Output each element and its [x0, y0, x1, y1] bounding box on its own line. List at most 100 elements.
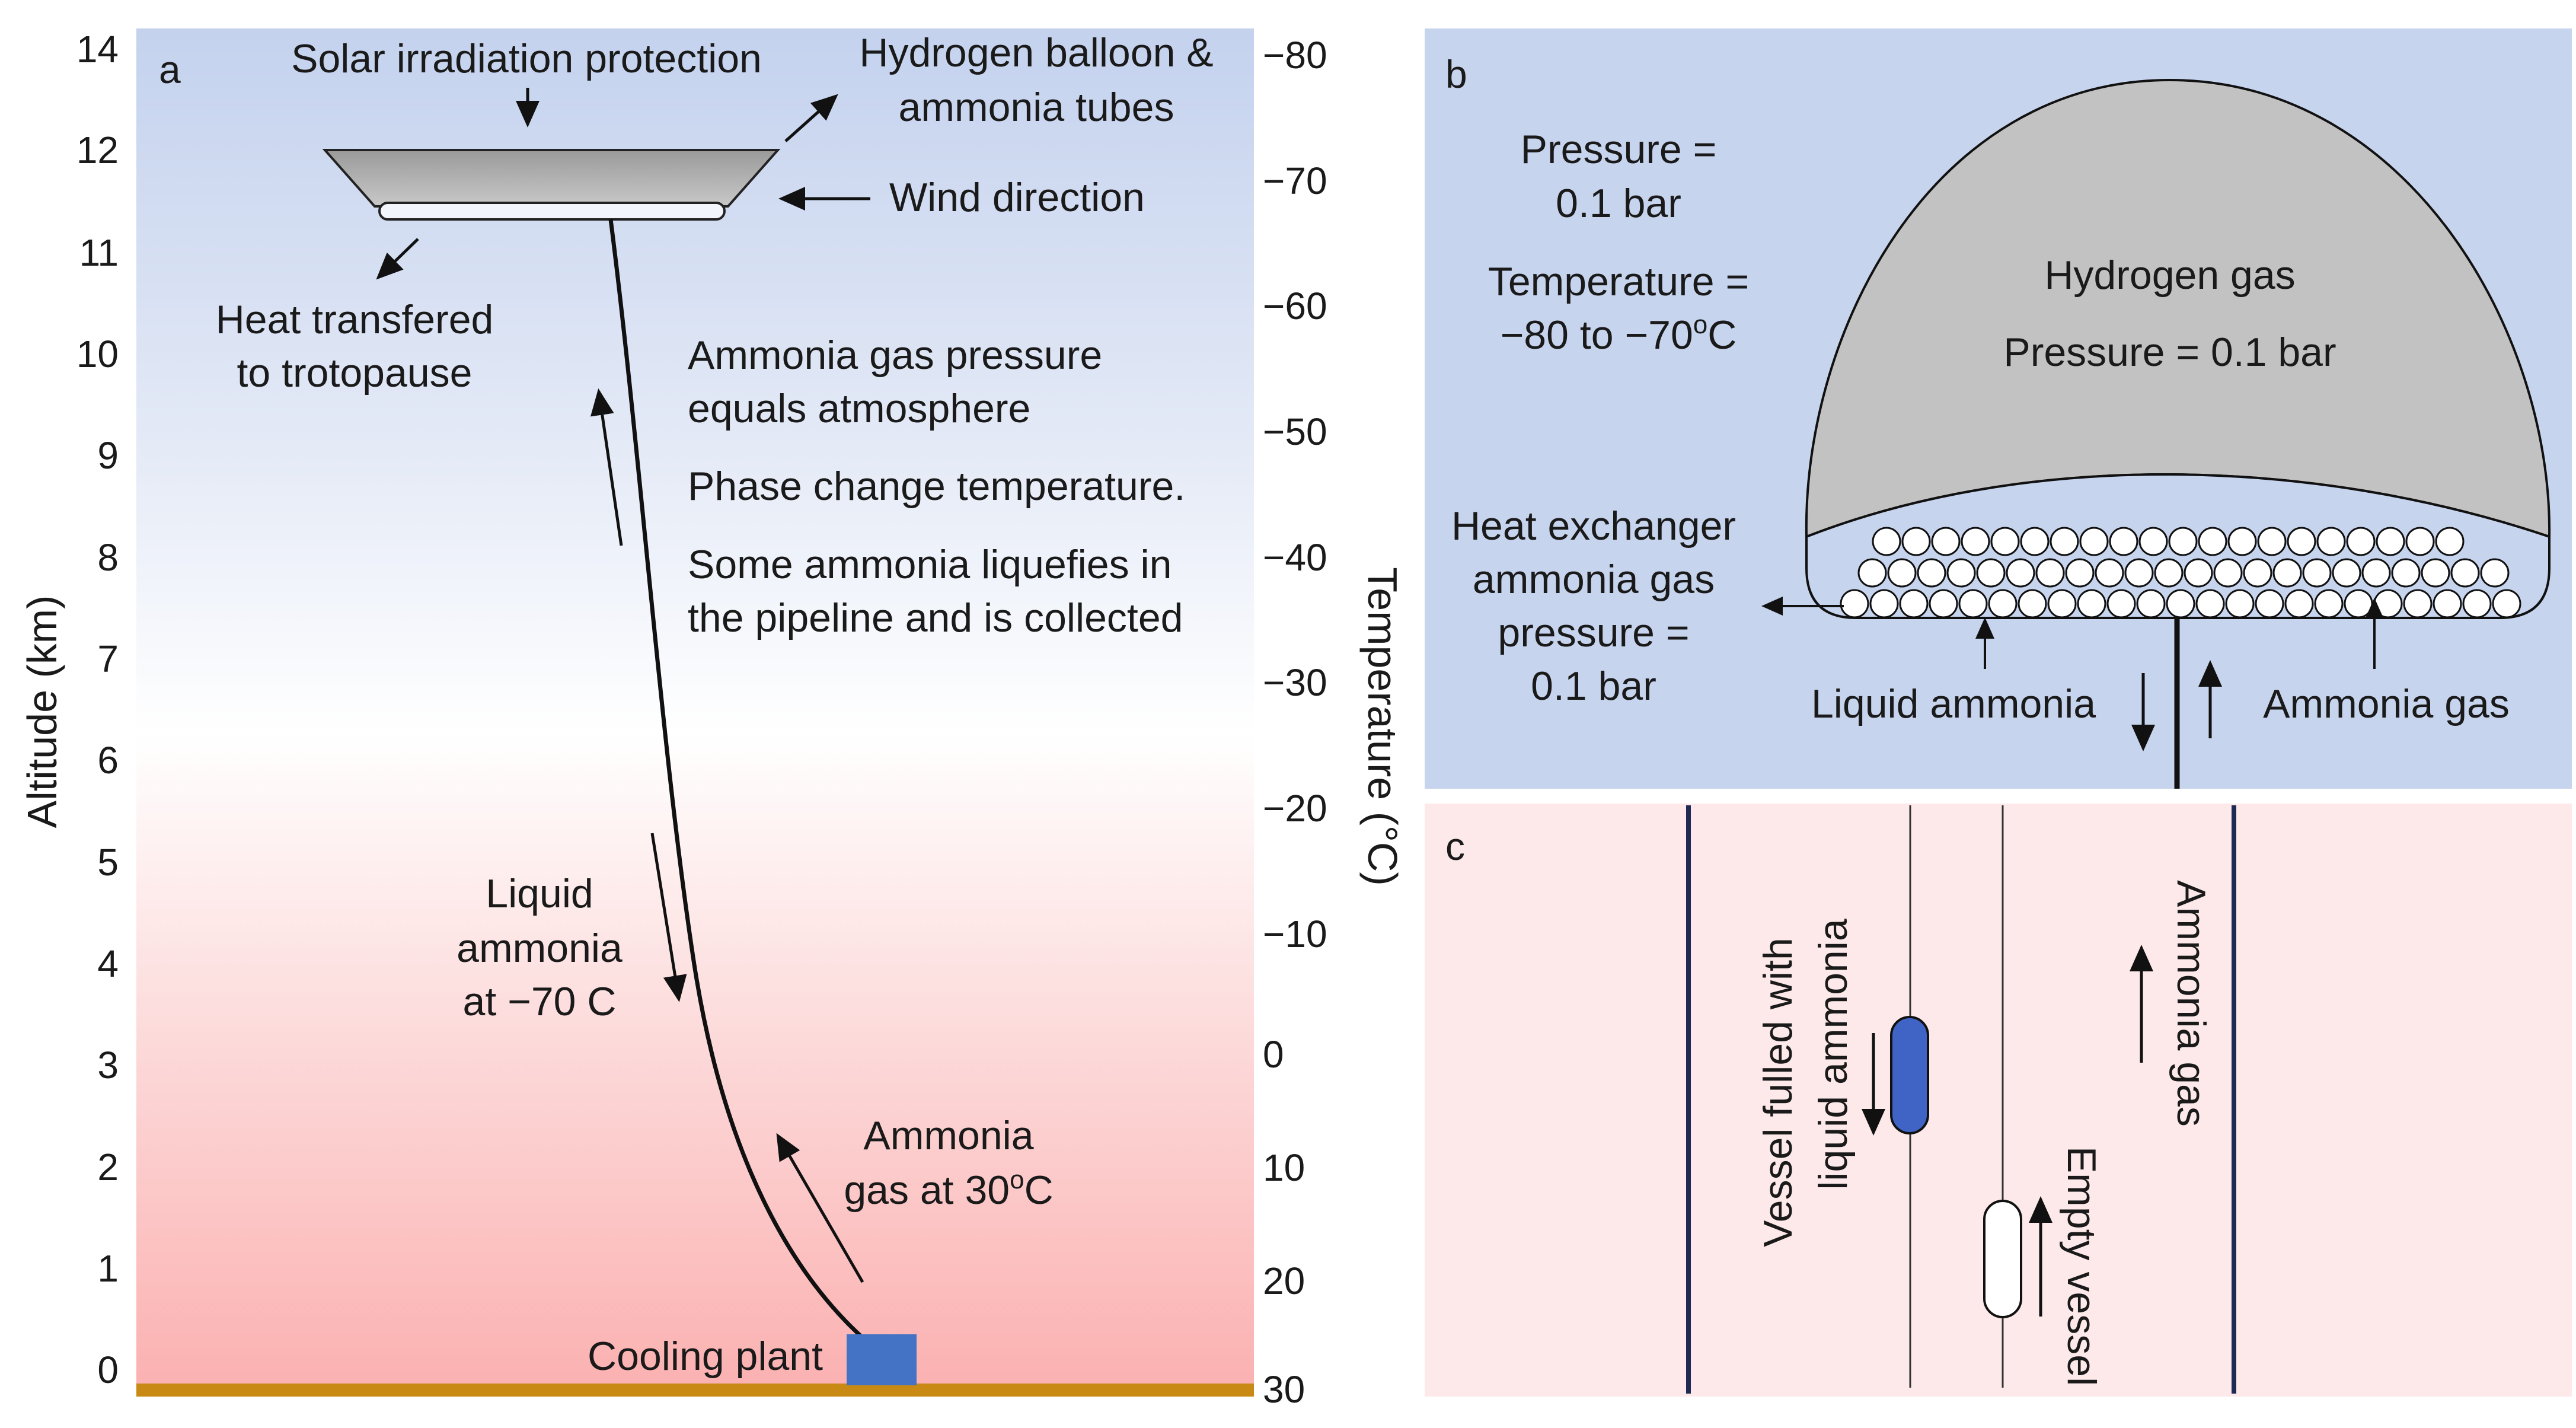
ammonia-tube [1887, 558, 1917, 588]
ammonia-tube [2302, 558, 2332, 588]
ammonia-tube [2284, 589, 2314, 619]
panel-a: a 14 12 11 10 9 8 7 6 5 4 3 2 1 0 Altitu… [19, 28, 1406, 1411]
ammonia-tube [2166, 589, 2195, 619]
vessel-full-label-1: Vessel fulled with [1755, 938, 1801, 1247]
cooling-plant-label: Cooling plant [588, 1334, 823, 1379]
y-tick: 7 [97, 638, 119, 680]
ammonia-tube [2109, 527, 2138, 556]
ammonia-tube [2154, 558, 2184, 588]
liquefies-label-1: Some ammonia liquefies in [688, 542, 1172, 587]
ammonia-tube [2272, 558, 2302, 588]
ammonia-tube [2195, 589, 2225, 619]
heat-exchanger-label-4: 0.1 bar [1531, 664, 1656, 709]
y-tick: 11 [79, 231, 119, 274]
ammonia-tube [2227, 527, 2257, 556]
temp-tick: −60 [1263, 285, 1327, 327]
ammonia-pipeline [608, 219, 869, 1343]
ammonia-tube [2138, 527, 2168, 556]
y-tick: 3 [97, 1044, 119, 1086]
panel-c-label: c [1445, 824, 1465, 868]
ammonia-tube [2332, 558, 2361, 588]
heat-arrow [376, 238, 419, 280]
ammonia-tube [2035, 558, 2065, 588]
panel-c: c Vessel fulled with liquid ammonia Ammo… [1425, 804, 2572, 1397]
y-tick: 9 [97, 434, 119, 477]
y-tick: 0 [97, 1349, 119, 1391]
temp-tick: −20 [1263, 787, 1327, 830]
temp-tick: 0 [1263, 1033, 1284, 1076]
temperature-axis: −80 −70 −60 −50 −40 −30 −20 −10 0 10 20 … [1263, 34, 1327, 1411]
panel-c-ammonia-gas-label: Ammonia gas [2169, 880, 2214, 1127]
liquid-down-arrow [650, 833, 687, 1002]
ammonia-tube [2106, 589, 2136, 619]
ammonia-tube [2405, 527, 2435, 556]
ammonia-tube [2433, 589, 2462, 619]
liquid-ammonia-label-1: Liquid [486, 871, 593, 916]
y-tick: 4 [97, 942, 119, 985]
ammonia-tube [2020, 527, 2050, 556]
y-tick: 12 [76, 129, 119, 171]
heat-transfer-label-1: Heat transfered [216, 297, 494, 342]
y-tick: 14 [76, 28, 119, 71]
gas-temp-degree: o [1010, 1165, 1024, 1194]
liquid-ammonia-label-3: at −70 C [463, 979, 617, 1024]
liquid-ammonia-label: Liquid ammonia [1811, 681, 2096, 726]
ammonia-tube [2018, 589, 2047, 619]
ammonia-tube [1872, 527, 1901, 556]
ammonia-tube [2225, 589, 2255, 619]
ammonia-tube [2213, 558, 2243, 588]
temp-tick: 20 [1263, 1260, 1305, 1302]
ammonia-gas-label-2: gas at 30oC [844, 1165, 1053, 1213]
ammonia-tube [2346, 527, 2376, 556]
ammonia-tube [2376, 527, 2405, 556]
hydrogen-balloon-base [378, 202, 726, 221]
temp-tick: −40 [1263, 536, 1327, 579]
ammonia-tube [2124, 558, 2154, 588]
solar-protection-shield [322, 149, 781, 208]
gas-up-arrow-upper [590, 388, 623, 546]
pressure-label-1: Pressure = [1521, 127, 1717, 172]
liquid-ammonia-label-2: ammonia [457, 926, 623, 971]
ammonia-tube [1929, 589, 1958, 619]
y-tick: 6 [97, 739, 119, 782]
gas-temp-suffix: C [1024, 1168, 1054, 1213]
ammonia-tube [1990, 527, 2020, 556]
y-tick: 10 [76, 333, 119, 375]
y-tick: 5 [97, 841, 119, 884]
temp-tick: 10 [1263, 1146, 1305, 1189]
panel-a-label: a [159, 47, 181, 91]
ammonia-tube [2168, 527, 2198, 556]
ammonia-tube [1961, 527, 1990, 556]
temp-tick: −70 [1263, 160, 1327, 202]
heat-exchanger-label-3: pressure = [1498, 610, 1689, 655]
ammonia-tube [2255, 589, 2284, 619]
ammonia-tube-bundle [1840, 527, 2521, 619]
ammonia-tube [1869, 589, 1899, 619]
ammonia-tube [2077, 589, 2106, 619]
ground [136, 1384, 1254, 1397]
hydrogen-balloon-label-1: Hydrogen balloon & [859, 30, 1213, 75]
y-tick: 8 [97, 536, 119, 579]
ammonia-gas-label-1: Ammonia [863, 1113, 1033, 1158]
ammonia-tube [1958, 589, 1988, 619]
temperature-label-2: −80 to −70oC [1501, 310, 1737, 358]
pressure-label-2: 0.1 bar [1556, 181, 1681, 226]
vessel-full-label-2: liquid ammonia [1811, 919, 1856, 1190]
ammonia-tube [2050, 527, 2079, 556]
temp-unit: C [1707, 313, 1737, 358]
ammonia-tube [1899, 589, 1929, 619]
ammonia-tube [2316, 527, 2346, 556]
liquefies-label-2: the pipeline and is collected [688, 595, 1183, 640]
temperature-axis-title: Temperature (°C) [1359, 567, 1406, 886]
ammonia-tube [2373, 589, 2403, 619]
temp-tick: −50 [1263, 410, 1327, 453]
ammonia-tube [2421, 558, 2450, 588]
ammonia-tube [2079, 527, 2109, 556]
phase-change-label: Phase change temperature. [688, 464, 1185, 509]
temp-degree: o [1693, 310, 1707, 339]
ammonia-tube [2184, 558, 2213, 588]
panel-b-label: b [1445, 52, 1467, 96]
empty-vessel [1983, 1200, 2022, 1318]
ammonia-tube [2287, 527, 2316, 556]
